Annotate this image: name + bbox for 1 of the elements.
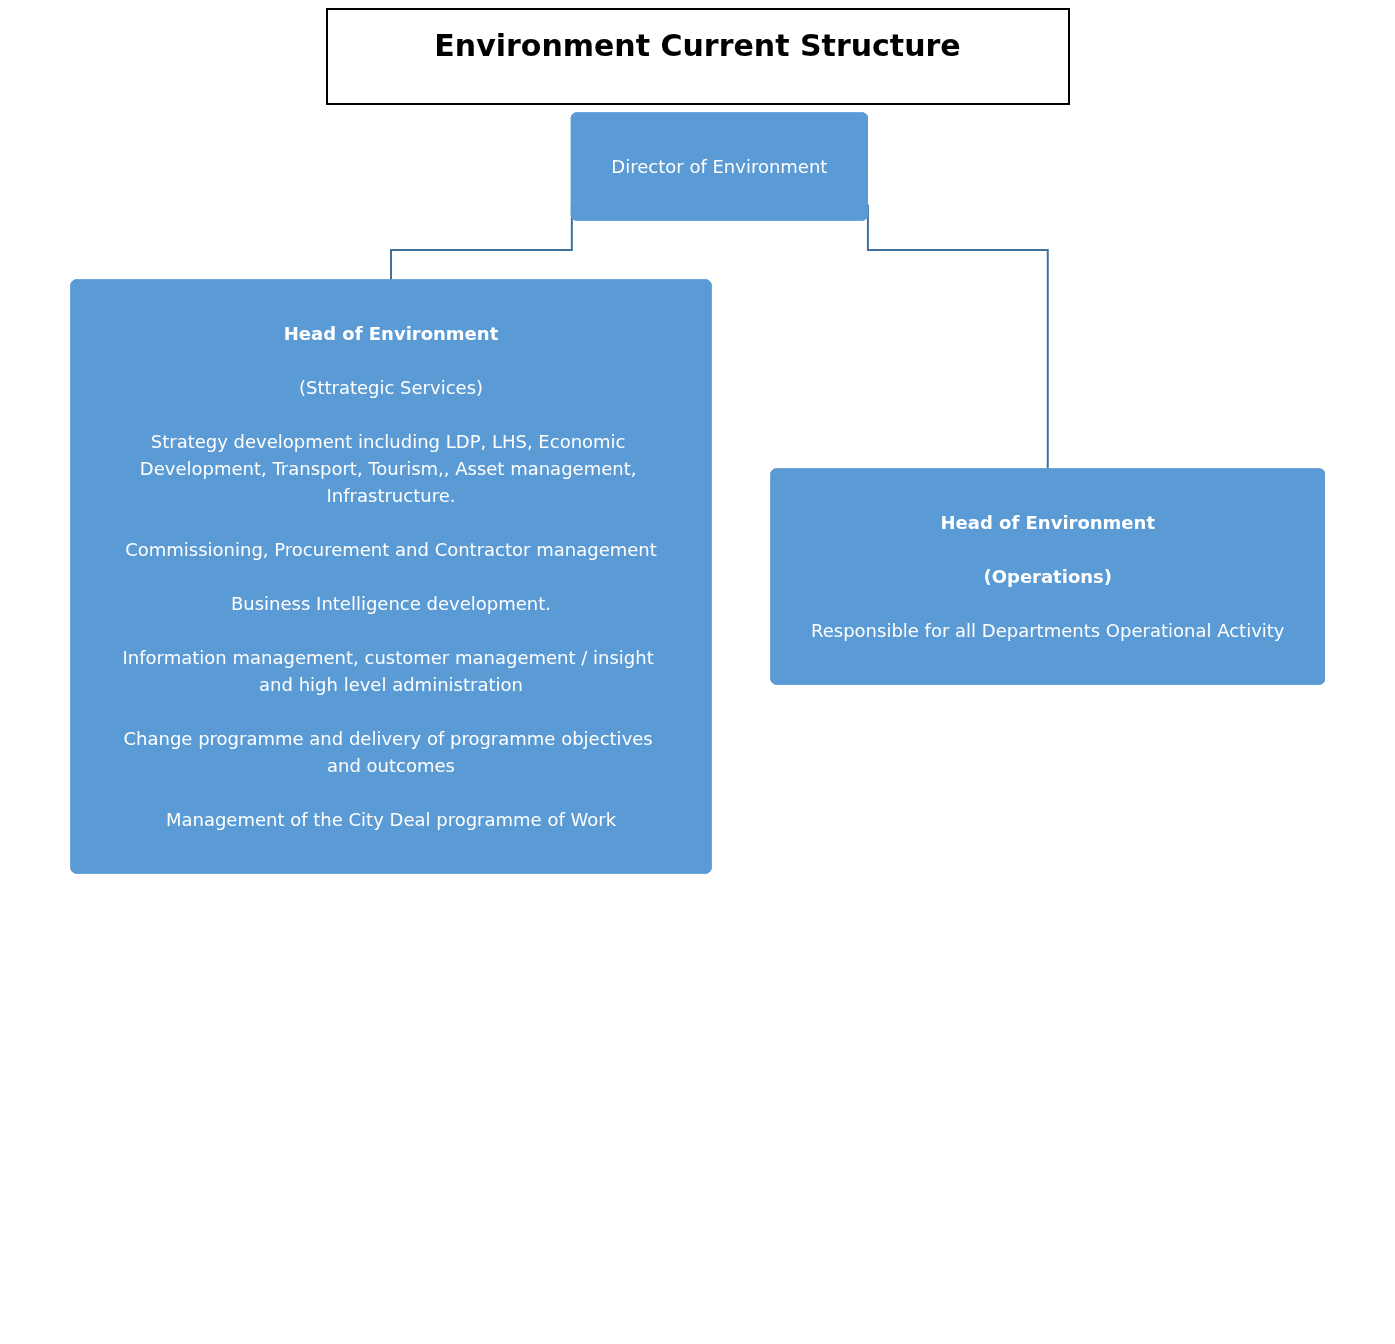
title-box: Environment Current Structure bbox=[325, 8, 1070, 105]
